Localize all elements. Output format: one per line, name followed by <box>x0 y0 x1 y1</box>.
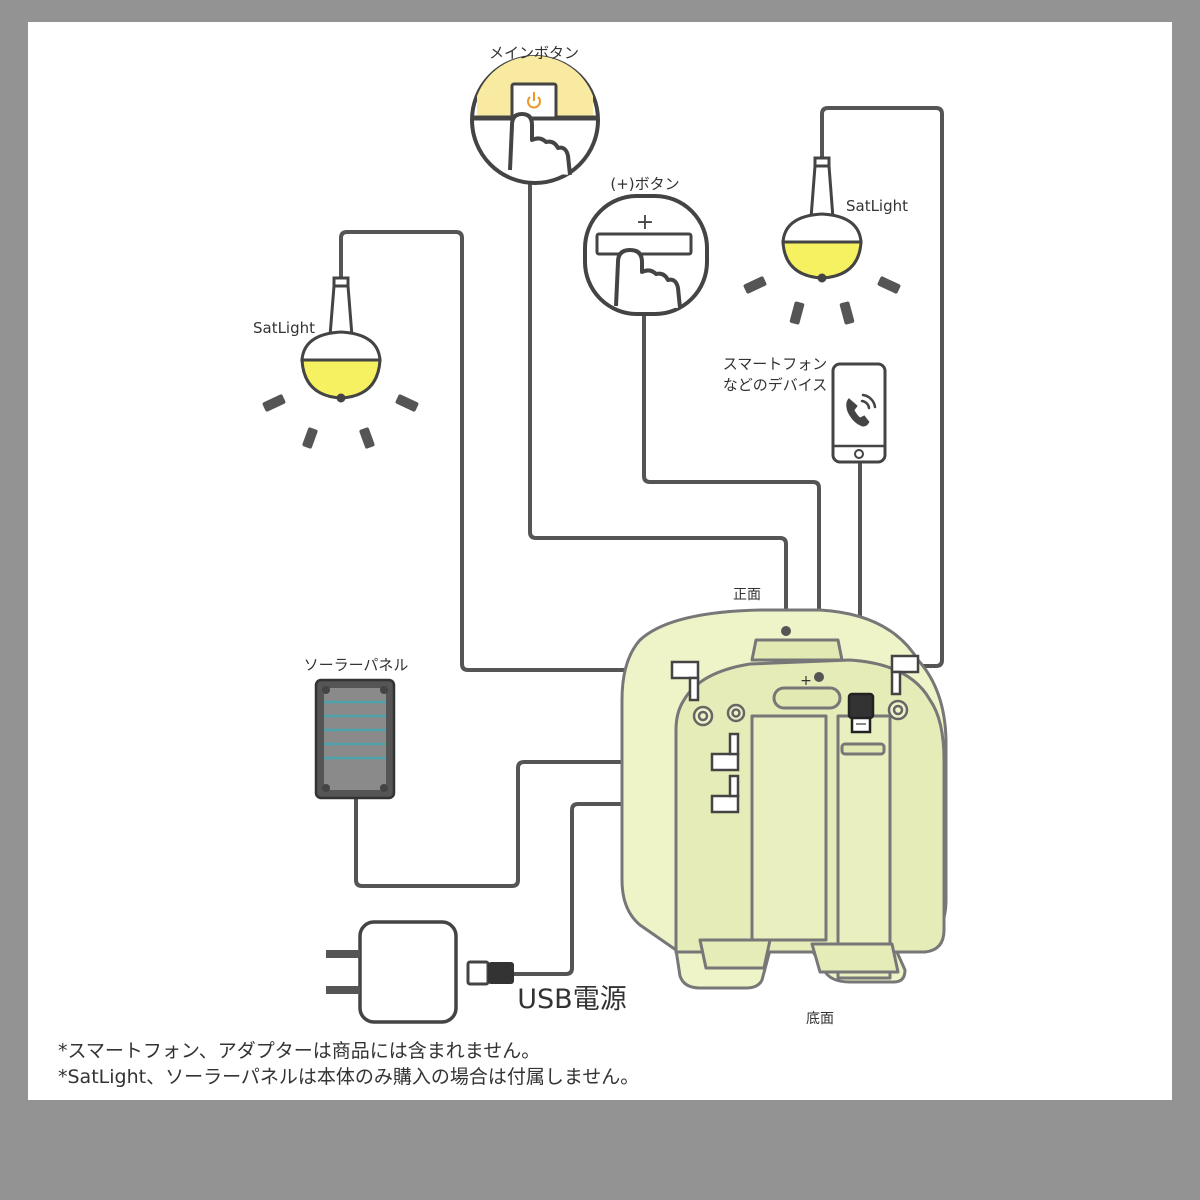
usb-plug-icon <box>466 960 514 986</box>
satlight-left-cable <box>339 230 677 672</box>
satlight-left-label: SatLight <box>253 319 315 337</box>
smartphone-label-line2: などのデバイス <box>723 376 828 394</box>
satlight-left <box>300 276 382 403</box>
solar-cable <box>354 760 714 888</box>
ac-adapter-icon <box>326 920 458 1024</box>
plus-button-cable <box>642 314 821 678</box>
usb-power-label: USB電源 <box>517 984 626 1015</box>
device-ports <box>692 699 909 727</box>
solar-panel <box>314 678 396 800</box>
hand-pointer-icon <box>508 112 572 176</box>
footnote-2: *SatLight、ソーラーパネルは本体のみ購入の場合は付属しません。 <box>58 1066 640 1088</box>
satlight-right <box>781 156 863 283</box>
plus-mark-on-device: + <box>800 673 812 689</box>
main-button-callout <box>470 55 600 185</box>
main-button-cable <box>528 180 788 632</box>
usb-plug-icon <box>847 692 875 734</box>
smartphone <box>831 362 887 464</box>
footnote-1: *スマートフォン、アダプターは商品には含まれません。 <box>58 1040 541 1062</box>
cable-endpoint-dots <box>781 626 824 682</box>
plus-button-label: (+)ボタン <box>610 175 679 193</box>
main-button-label: メインボタン <box>489 44 579 62</box>
usb-cable <box>510 802 714 976</box>
cables <box>339 106 944 976</box>
satlight-right-rays <box>743 276 901 325</box>
satlight-right-cable <box>820 106 944 668</box>
dc-plug-icon <box>670 654 920 814</box>
phone-call-icon <box>846 393 877 427</box>
satlight-left-rays <box>262 394 419 449</box>
smartphone-label-line1: スマートフォン <box>723 355 828 373</box>
plus-button[interactable] <box>595 232 693 256</box>
solar-panel-label: ソーラーパネル <box>304 656 409 674</box>
plus-button-callout: + <box>583 194 709 316</box>
plus-sign-icon: + <box>636 210 654 235</box>
white-panel <box>28 22 1172 1100</box>
front-label: 正面 <box>733 587 761 603</box>
hand-pointer-icon <box>614 248 682 309</box>
satlight-right-label: SatLight <box>846 197 908 215</box>
bottom-label: 底面 <box>806 1011 834 1027</box>
power-icon <box>527 92 541 109</box>
power-station-body <box>620 608 948 990</box>
